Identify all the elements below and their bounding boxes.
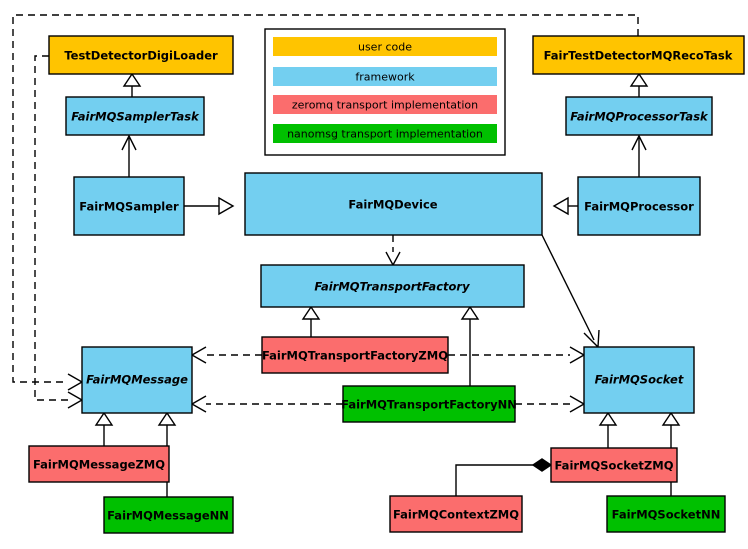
node-label-fairmqprocessortask: FairMQProcessorTask <box>570 110 709 124</box>
node-box-fairmqmessage[interactable] <box>81 346 193 414</box>
arrowhead-messagezmq-to-message <box>94 411 114 426</box>
arrowhead-messagenn-to-message <box>157 411 177 426</box>
node-box-fairmqtransportfactory[interactable] <box>260 264 525 308</box>
legend-swatch-nanomsg <box>273 124 497 143</box>
edge-digiloader-to-message <box>34 55 68 401</box>
legend: user code framework zeromq transport imp… <box>264 28 506 156</box>
node-label-fairmqsocketnn: FairMQSocketNN <box>612 508 721 522</box>
legend-label-framework: framework <box>355 71 415 84</box>
node-fairtestdetectormqrecotask[interactable]: FairTestDetectorMQRecoTask <box>532 35 745 75</box>
arrowhead-processor-to-device <box>552 196 569 216</box>
node-fairmqdevice[interactable]: FairMQDevice <box>244 172 543 236</box>
node-label-fairmqmessagenn: FairMQMessageNN <box>107 509 229 523</box>
node-label-testdetectordigiloader: TestDetectorDigiLoader <box>64 49 218 63</box>
legend-swatch-zeromq <box>273 95 497 114</box>
node-label-fairmqmessage: FairMQMessage <box>86 373 188 387</box>
edge-contextzmq-to-socketzmq <box>455 464 533 496</box>
node-label-fairmqprocessor: FairMQProcessor <box>584 200 694 214</box>
node-fairmqsocketzmq[interactable]: FairMQSocketZMQ <box>550 447 678 483</box>
edge-layer <box>12 14 681 497</box>
arrowhead-recotask-to-message <box>67 373 84 391</box>
node-box-testdetectordigiloader[interactable] <box>48 35 234 75</box>
node-fairmqmessagenn[interactable]: FairMQMessageNN <box>103 496 234 534</box>
legend-swatch-user-code <box>273 37 497 56</box>
node-box-fairmqsocketnn[interactable] <box>606 495 726 533</box>
arrowhead-sampler-to-device <box>218 196 235 216</box>
node-box-fairmqtransportfactorynn[interactable] <box>342 385 516 423</box>
node-label-fairmqmessagezmq: FairMQMessageZMQ <box>33 458 165 472</box>
node-label-fairtestdetectormqrecotask: FairTestDetectorMQRecoTask <box>544 49 733 63</box>
node-fairmqsocketnn[interactable]: FairMQSocketNN <box>606 495 726 533</box>
node-box-fairmqsampler[interactable] <box>73 176 185 236</box>
node-fairmqcontextzmq[interactable]: FairMQContextZMQ <box>389 495 523 533</box>
legend-label-nanomsg: nanomsg transport implementation <box>287 128 483 141</box>
arrowhead-device-to-transportfactory <box>385 251 401 267</box>
node-fairmqtransportfactory[interactable]: FairMQTransportFactory <box>260 264 525 308</box>
node-label-fairmqdevice: FairMQDevice <box>348 198 437 212</box>
arrowhead-digiloader-to-message <box>67 391 84 409</box>
node-box-fairmqprocessor[interactable] <box>577 176 701 236</box>
node-fairmqprocessortask[interactable]: FairMQProcessorTask <box>565 96 713 136</box>
arrowhead-processortask-to-recotask <box>629 72 649 87</box>
node-layer: TestDetectorDigiLoader FairMQSamplerTask… <box>28 35 745 534</box>
node-fairmqtransportfactoryzmq[interactable]: FairMQTransportFactoryZMQ <box>261 336 449 374</box>
node-testdetectordigiloader[interactable]: TestDetectorDigiLoader <box>48 35 234 75</box>
node-fairmqsocket[interactable]: FairMQSocket <box>583 346 695 414</box>
node-box-fairmqsamplertask[interactable] <box>65 96 205 136</box>
arrowhead-sampler-to-samplertask <box>121 134 137 151</box>
arrowhead-socketnn-to-socket <box>661 411 681 426</box>
node-label-fairmqtransportfactoryzmq: FairMQTransportFactoryZMQ <box>262 349 448 363</box>
legend-label-user-code: user code <box>358 41 412 54</box>
node-box-fairmqprocessortask[interactable] <box>565 96 713 136</box>
node-fairmqmessage[interactable]: FairMQMessage <box>81 346 193 414</box>
arrowhead-device-to-socket <box>583 329 600 349</box>
arrowhead-tfnn-to-socket <box>569 395 586 413</box>
node-label-fairmqsamplertask: FairMQSamplerTask <box>71 110 200 124</box>
node-fairmqtransportfactorynn[interactable]: FairMQTransportFactoryNN <box>341 385 517 423</box>
node-label-fairmqsampler: FairMQSampler <box>79 200 179 214</box>
node-fairmqsamplertask[interactable]: FairMQSamplerTask <box>65 96 205 136</box>
node-fairmqmessagezmq[interactable]: FairMQMessageZMQ <box>28 445 170 483</box>
node-label-fairmqtransportfactory: FairMQTransportFactory <box>314 280 470 294</box>
legend-label-zeromq: zeromq transport implementation <box>292 99 478 112</box>
composition-diamond-socketzmq <box>531 458 553 472</box>
node-label-fairmqsocketzmq: FairMQSocketZMQ <box>555 459 674 473</box>
node-box-fairtestdetectormqrecotask[interactable] <box>532 35 745 75</box>
legend-swatch-framework <box>273 67 497 86</box>
node-label-fairmqcontextzmq: FairMQContextZMQ <box>393 508 519 522</box>
node-box-fairmqdevice[interactable] <box>244 172 543 236</box>
node-box-fairmqsocketzmq[interactable] <box>550 447 678 483</box>
arrowhead-tfnn-to-message <box>190 395 207 413</box>
node-box-fairmqsocket[interactable] <box>583 346 695 414</box>
node-fairmqsampler[interactable]: FairMQSampler <box>73 176 185 236</box>
node-box-fairmqtransportfactoryzmq[interactable] <box>261 336 449 374</box>
arrowhead-tfzmq-to-socket <box>569 346 586 364</box>
arrowhead-processor-to-processortask <box>631 134 647 151</box>
node-box-fairmqcontextzmq[interactable] <box>389 495 523 533</box>
node-box-fairmqmessagezmq[interactable] <box>28 445 170 483</box>
edge-recotask-to-message <box>12 14 639 383</box>
arrowhead-socketzmq-to-socket <box>598 411 618 426</box>
edge-device-to-socket <box>541 234 595 341</box>
node-label-fairmqsocket: FairMQSocket <box>595 373 684 387</box>
node-fairmqprocessor[interactable]: FairMQProcessor <box>577 176 701 236</box>
node-box-fairmqmessagenn[interactable] <box>103 496 234 534</box>
arrowhead-tfnn-to-transportfactory <box>460 305 480 320</box>
arrowhead-tfzmq-to-message <box>190 346 207 364</box>
arrowhead-samplertask-to-digiloader <box>122 72 142 87</box>
node-label-fairmqtransportfactorynn: FairMQTransportFactoryNN <box>341 398 517 412</box>
arrowhead-tfzmq-to-transportfactory <box>301 305 321 320</box>
